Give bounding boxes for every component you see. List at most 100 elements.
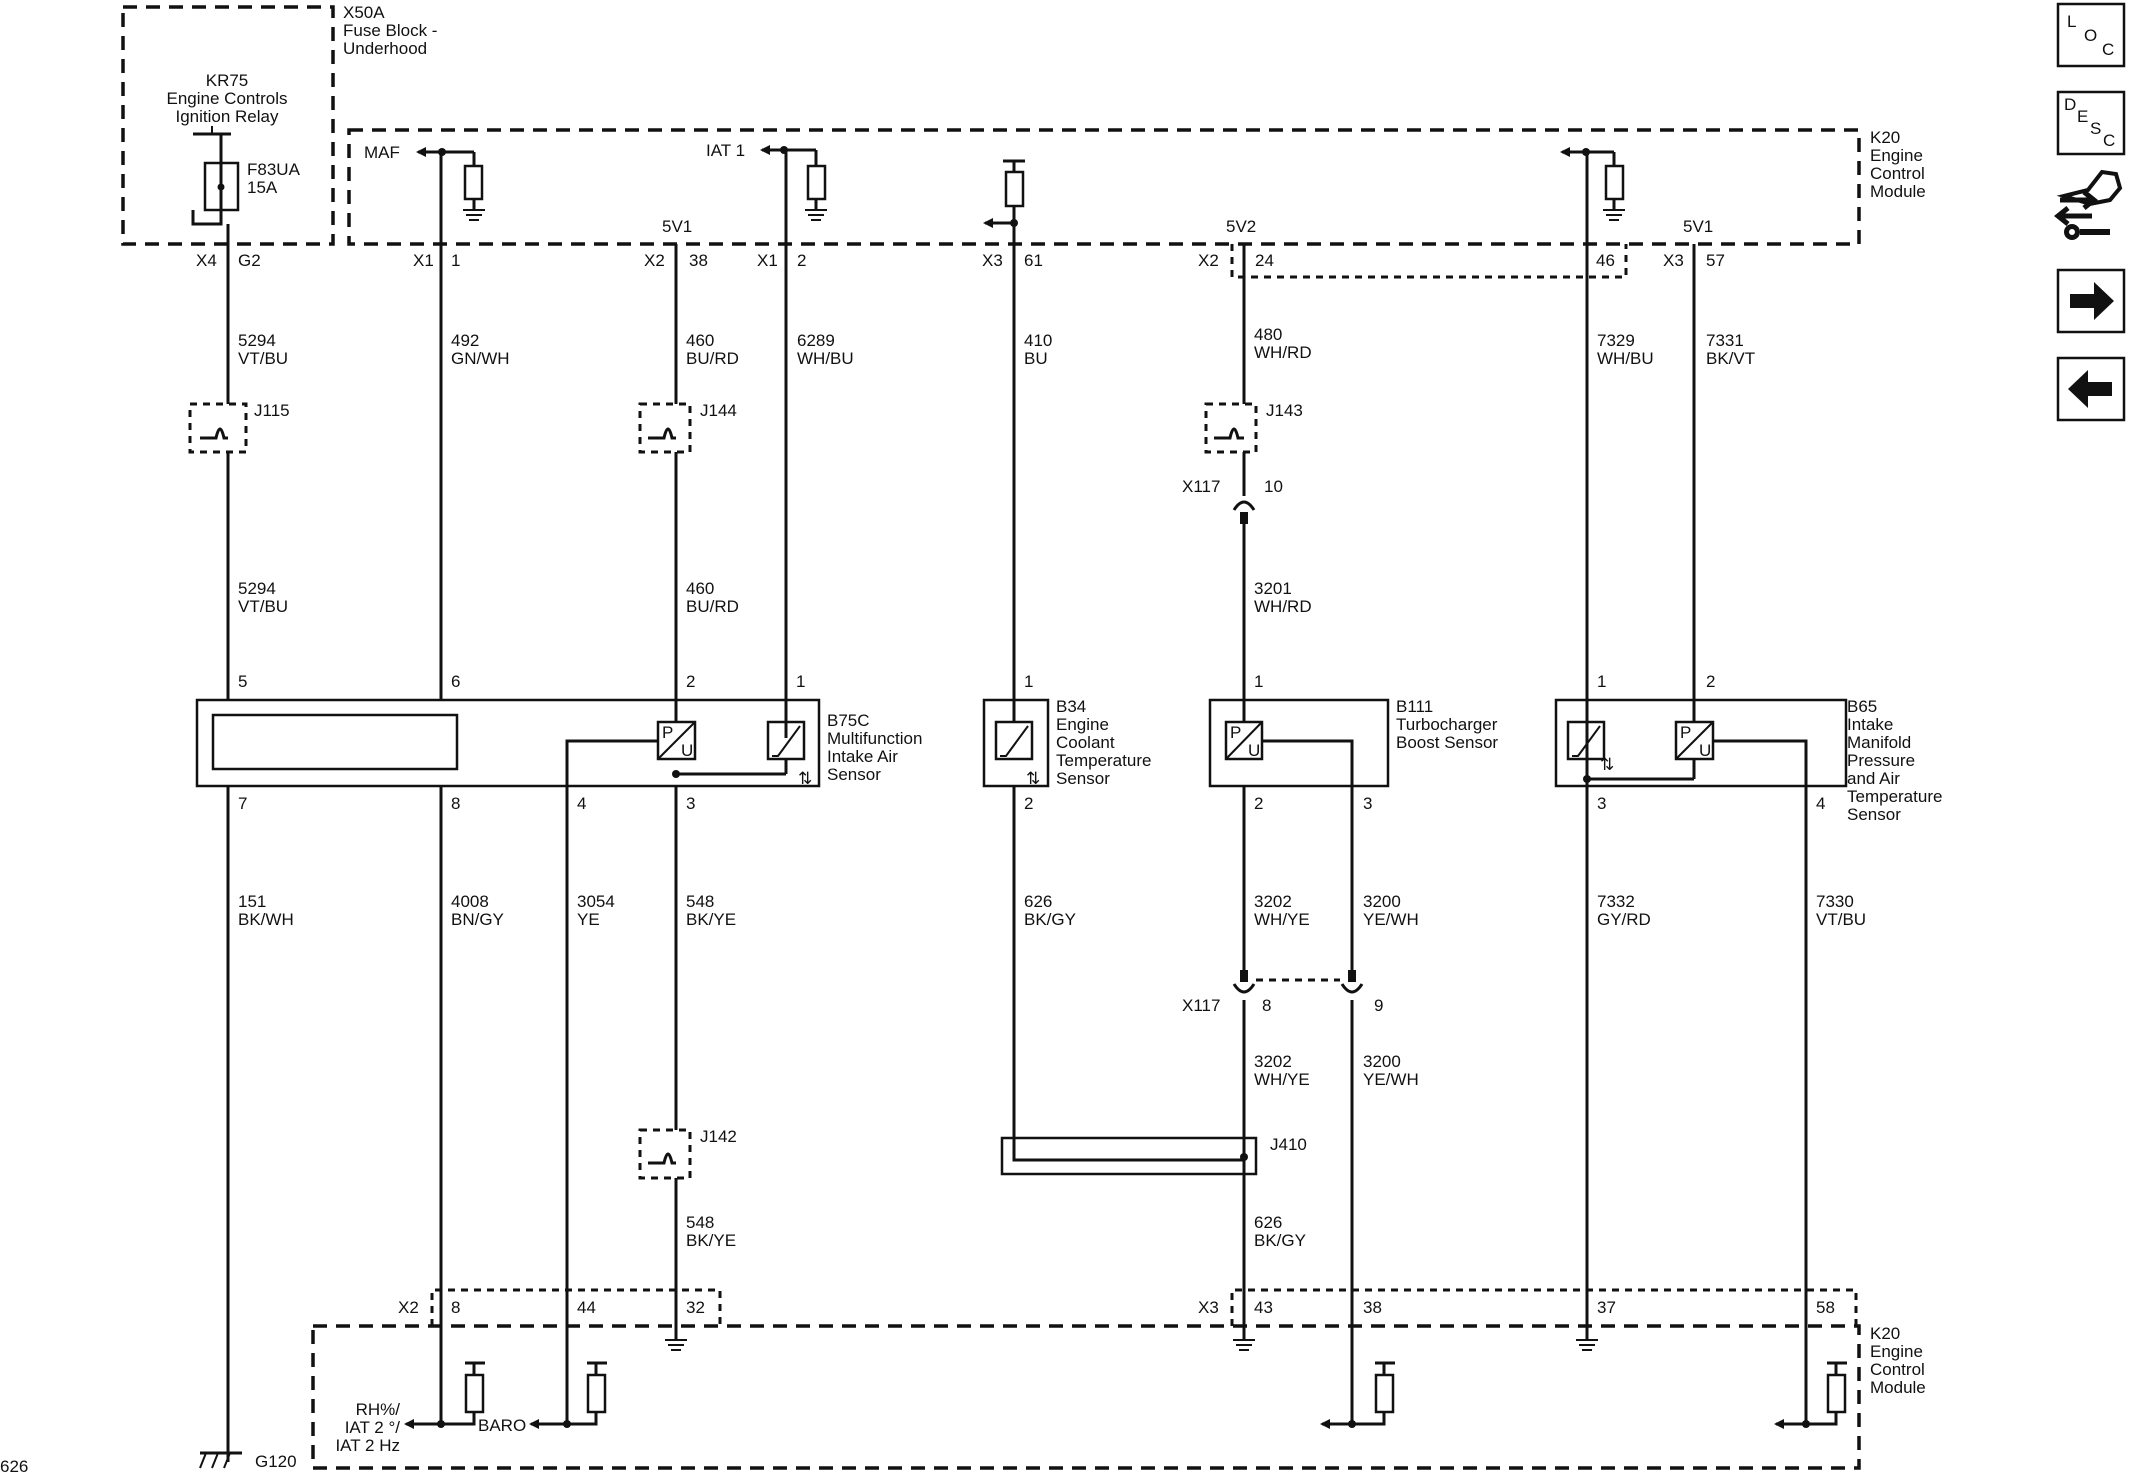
relay-name-2: Ignition Relay bbox=[175, 107, 279, 126]
svg-text:548: 548 bbox=[686, 892, 714, 911]
svg-text:WH/RD: WH/RD bbox=[1254, 597, 1312, 616]
svg-text:⇅: ⇅ bbox=[1026, 769, 1040, 788]
svg-text:WH/BU: WH/BU bbox=[1597, 349, 1654, 368]
svg-text:7329: 7329 bbox=[1597, 331, 1635, 350]
svg-text:6289: 6289 bbox=[797, 331, 835, 350]
svg-text:X3: X3 bbox=[1198, 1298, 1219, 1317]
pin-x2-38: 38 bbox=[689, 251, 708, 270]
ecm-name-bottom-3: Module bbox=[1870, 1378, 1926, 1397]
svg-text:C: C bbox=[2103, 131, 2115, 150]
svg-text:2: 2 bbox=[1706, 672, 1715, 691]
ground-symbols-bottom bbox=[665, 1339, 1598, 1351]
conn-x1-a: X1 bbox=[413, 251, 434, 270]
next-page-button[interactable] bbox=[2056, 268, 2126, 334]
ecm-name-top-2: Control bbox=[1870, 164, 1925, 183]
svg-text:151: 151 bbox=[238, 892, 266, 911]
svg-text:Boost Sensor: Boost Sensor bbox=[1396, 733, 1498, 752]
ecm-name-top-3: Module bbox=[1870, 182, 1926, 201]
splice-j410: J410 bbox=[1000, 1135, 1307, 1176]
svg-text:5294: 5294 bbox=[238, 579, 276, 598]
inline-x117-10: X117 10 bbox=[1182, 477, 1283, 524]
svg-text:C: C bbox=[2102, 40, 2114, 59]
ecm-id-top: K20 bbox=[1870, 128, 1900, 147]
ecm-id-bottom: K20 bbox=[1870, 1324, 1900, 1343]
svg-text:IAT 2 Hz: IAT 2 Hz bbox=[335, 1436, 400, 1455]
x3-connector-group-bottom bbox=[1230, 1288, 1858, 1326]
ecm-name-bottom-1: Engine bbox=[1870, 1342, 1923, 1361]
iat1-signal-circuit: IAT 1 bbox=[706, 141, 827, 221]
pin-x1-1: 1 bbox=[451, 251, 460, 270]
svg-text:J144: J144 bbox=[700, 401, 737, 420]
svg-text:RH%/: RH%/ bbox=[356, 1400, 401, 1419]
svg-text:and Air: and Air bbox=[1847, 769, 1900, 788]
svg-text:Intake: Intake bbox=[1847, 715, 1893, 734]
svg-text:Temperature: Temperature bbox=[1056, 751, 1151, 770]
svg-text:32: 32 bbox=[686, 1298, 705, 1317]
conn-x1-b: X1 bbox=[757, 251, 778, 270]
svg-text:J143: J143 bbox=[1266, 401, 1303, 420]
fuse-rating: 15A bbox=[247, 178, 278, 197]
svg-text:3200: 3200 bbox=[1363, 892, 1401, 911]
svg-text:YE/WH: YE/WH bbox=[1363, 910, 1419, 929]
svg-text:BK/WH: BK/WH bbox=[238, 910, 294, 929]
svg-text:IAT 1: IAT 1 bbox=[706, 141, 745, 160]
svg-text:B65: B65 bbox=[1847, 697, 1877, 716]
svg-text:6: 6 bbox=[451, 672, 460, 691]
desc-button[interactable]: D E S C bbox=[2056, 90, 2126, 156]
svg-text:Intake Air: Intake Air bbox=[827, 747, 898, 766]
svg-text:⇅: ⇅ bbox=[1600, 755, 1614, 774]
ecm-name-top-1: Engine bbox=[1870, 146, 1923, 165]
arrow-right-icon bbox=[2070, 282, 2114, 320]
svg-text:8: 8 bbox=[451, 794, 460, 813]
sensor-b34: ⇅ B34 Engine Coolant Temperature Sensor bbox=[982, 697, 1151, 788]
loc-button[interactable]: L O C bbox=[2056, 2, 2126, 68]
x2-connector-group-bottom bbox=[430, 1288, 722, 1326]
splice-j115: J115 bbox=[188, 401, 290, 454]
fuse-block-name: Fuse Block - bbox=[343, 21, 437, 40]
boost-signal-input bbox=[1320, 1361, 1395, 1429]
svg-text:8: 8 bbox=[1262, 996, 1271, 1015]
svg-text:5294: 5294 bbox=[238, 331, 276, 350]
svg-text:WH/RD: WH/RD bbox=[1254, 343, 1312, 362]
svg-text:460: 460 bbox=[686, 331, 714, 350]
svg-text:1: 1 bbox=[1024, 672, 1033, 691]
svg-text:480: 480 bbox=[1254, 325, 1282, 344]
svg-text:3200: 3200 bbox=[1363, 1052, 1401, 1071]
svg-text:38: 38 bbox=[1363, 1298, 1382, 1317]
sensor-b75c: P U ⇅ B75C Multifunction Intake Air Sens… bbox=[195, 698, 922, 788]
ref-5v1-a: 5V1 bbox=[662, 217, 692, 236]
svg-text:BARO: BARO bbox=[478, 1416, 526, 1435]
prev-page-button[interactable] bbox=[2056, 356, 2126, 422]
svg-text:L: L bbox=[2067, 12, 2076, 31]
page-number: 626 bbox=[0, 1457, 28, 1474]
relay-name-1: Engine Controls bbox=[167, 89, 288, 108]
svg-text:7332: 7332 bbox=[1597, 892, 1635, 911]
svg-text:BK/GY: BK/GY bbox=[1254, 1231, 1306, 1250]
svg-text:4: 4 bbox=[1816, 794, 1825, 813]
map-signal-input bbox=[1774, 1361, 1847, 1429]
pin-x2-46: 46 bbox=[1596, 251, 1615, 270]
connector-wrench-icon[interactable] bbox=[2053, 169, 2123, 240]
svg-text:WH/YE: WH/YE bbox=[1254, 1070, 1310, 1089]
relay-id: KR75 bbox=[206, 71, 249, 90]
svg-text:460: 460 bbox=[686, 579, 714, 598]
svg-text:43: 43 bbox=[1254, 1298, 1273, 1317]
wire-3200 bbox=[1262, 739, 1354, 972]
b65-iat-circuit bbox=[1560, 147, 1625, 221]
wire-7330 bbox=[1712, 739, 1808, 1424]
svg-text:44: 44 bbox=[577, 1298, 596, 1317]
svg-text:Sensor: Sensor bbox=[1847, 805, 1901, 824]
svg-text:3: 3 bbox=[1363, 794, 1372, 813]
svg-text:U: U bbox=[1248, 741, 1260, 760]
sensor-b111: P U B111 Turbocharger Boost Sensor bbox=[1208, 697, 1498, 788]
svg-text:X117: X117 bbox=[1182, 996, 1220, 1015]
svg-text:B34: B34 bbox=[1056, 697, 1086, 716]
svg-text:3: 3 bbox=[1597, 794, 1606, 813]
fuse-id: F83UA bbox=[247, 160, 301, 179]
svg-text:P: P bbox=[662, 723, 673, 742]
svg-text:⇅: ⇅ bbox=[798, 769, 812, 788]
baro-signal: BARO bbox=[478, 1361, 607, 1435]
svg-text:J115: J115 bbox=[254, 401, 290, 420]
splice-j143: J143 bbox=[1204, 401, 1303, 454]
pin-x2-24: 24 bbox=[1255, 251, 1274, 270]
